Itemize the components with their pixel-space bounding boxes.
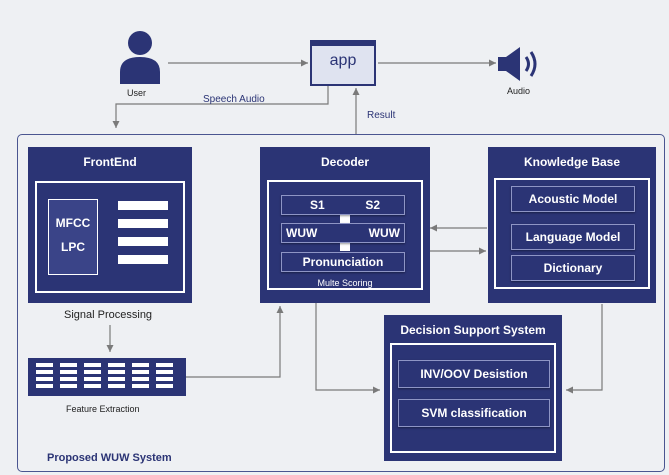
feature-extraction-box	[28, 358, 186, 396]
decision-support-box: Decision Support System	[384, 315, 562, 461]
multe-scoring-label: Multe Scoring	[317, 278, 373, 288]
dss-item-svm: SVM classification	[398, 399, 550, 427]
dss-item-inv-oov: INV/OOV Desistion	[398, 360, 550, 388]
arrow-speech-audio	[112, 86, 329, 128]
feature-extraction-label: Feature Extraction	[66, 404, 140, 414]
feature-lpc: LPC	[61, 240, 85, 254]
feature-grid	[36, 363, 173, 388]
decoder-title: Decoder	[320, 155, 370, 169]
decoder-inner	[267, 180, 423, 290]
knowledge-base-title: Knowledge Base	[523, 155, 621, 169]
speech-audio-label: Speech Audio	[203, 94, 265, 105]
signal-processing-label: Signal Processing	[64, 309, 153, 321]
feature-list-box: MFCC LPC	[48, 199, 98, 275]
pronunciation-row: Pronunciation	[281, 252, 405, 272]
frontend-title: FrontEnd	[83, 155, 137, 169]
user-icon	[120, 31, 160, 84]
result-label: Result	[367, 110, 396, 121]
state-s1: S1	[310, 198, 325, 212]
arrow-decoder-to-dss	[315, 303, 380, 394]
speaker-icon	[498, 47, 537, 81]
app-window: app	[310, 40, 376, 86]
signal-line	[118, 219, 168, 228]
wuw-left: WUW	[286, 226, 318, 240]
feature-mfcc: MFCC	[55, 216, 91, 230]
state-row: S1 S2	[281, 195, 405, 215]
audio-label: Audio	[507, 86, 531, 96]
wuw-system-container	[17, 134, 665, 472]
system-label: Proposed WUW System	[47, 452, 172, 464]
kb-item-dictionary: Dictionary	[511, 255, 635, 281]
state-s2: S2	[365, 198, 380, 212]
arrow-kb-to-dss	[566, 304, 603, 394]
knowledge-base-inner	[494, 178, 650, 289]
signal-line	[118, 201, 168, 210]
decision-support-inner	[390, 343, 556, 453]
arrow-features-to-decoder	[186, 306, 284, 378]
wuw-row: WUW WUW	[281, 223, 405, 243]
decision-support-title: Decision Support System	[400, 323, 546, 337]
frontend-inner	[35, 181, 185, 293]
kb-item-language-model: Language Model	[511, 224, 635, 250]
user-label: User	[127, 88, 147, 98]
wuw-right: WUW	[368, 226, 400, 240]
frontend-box: FrontEnd MFCC LPC	[28, 147, 192, 303]
signal-line	[118, 237, 168, 246]
kb-item-acoustic-model: Acoustic Model	[511, 186, 635, 212]
app-label: app	[329, 52, 357, 69]
signal-line	[118, 255, 168, 264]
